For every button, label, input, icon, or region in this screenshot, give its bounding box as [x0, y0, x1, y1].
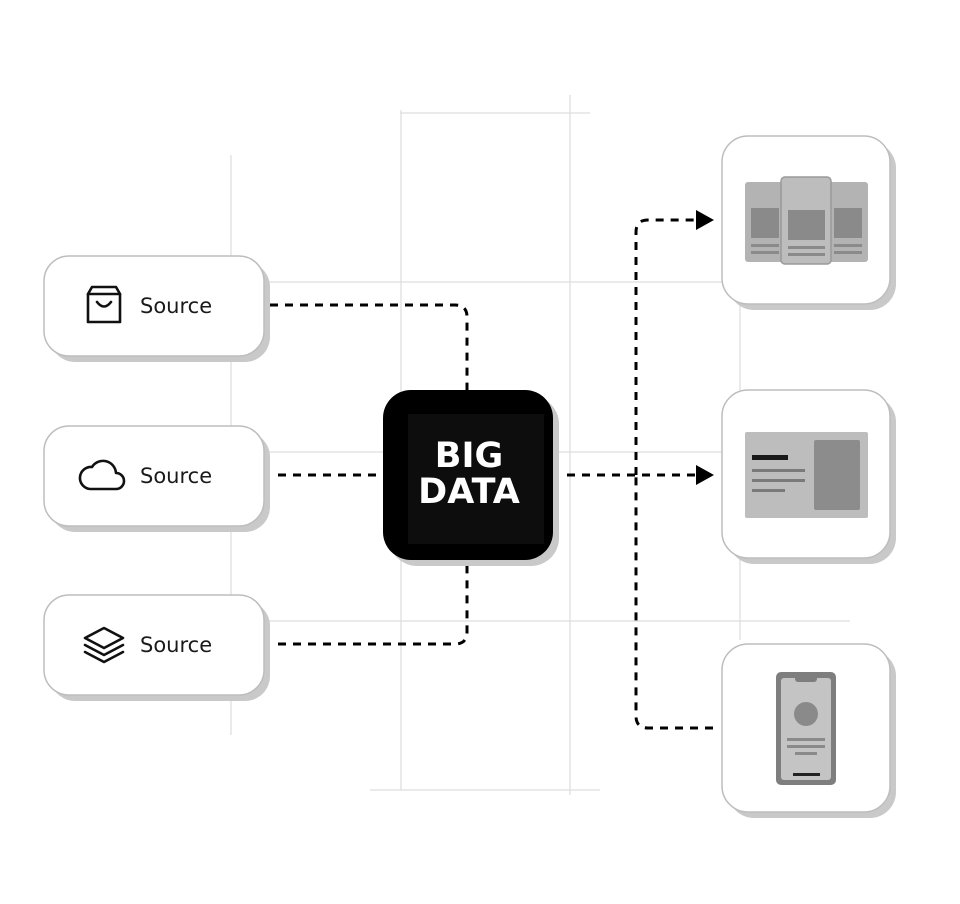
mobile-phone-icon [776, 672, 836, 785]
output-card-2 [721, 389, 896, 564]
source-card-1: Source [43, 255, 270, 362]
connector-source-3-to-hub [278, 560, 469, 646]
big-data-hub: BIG DATA [383, 390, 559, 566]
connector-source-1-to-hub [270, 303, 469, 390]
source-1-label: Source [140, 294, 212, 318]
source-3-label: Source [140, 633, 212, 657]
web-page-icon [745, 432, 868, 518]
source-card-2: Source [43, 425, 270, 532]
arrow-head-output-1 [696, 210, 714, 230]
cloud-icon [78, 459, 126, 491]
connector-output-3-to-branch [634, 475, 713, 730]
arrow-head-output-2 [696, 465, 714, 485]
hub-label-line-1: BIG [435, 436, 503, 476]
connector-branch-to-output-1 [634, 218, 697, 475]
layers-icon [83, 626, 125, 664]
output-card-1 [721, 135, 896, 310]
shopping-bag-icon [86, 285, 122, 324]
carousel-screens-icon [745, 176, 868, 265]
connectors [270, 210, 714, 730]
hub-label-line-2: DATA [418, 472, 520, 512]
output-card-3 [721, 643, 896, 818]
source-card-3: Source [43, 594, 270, 701]
source-2-label: Source [140, 464, 212, 488]
